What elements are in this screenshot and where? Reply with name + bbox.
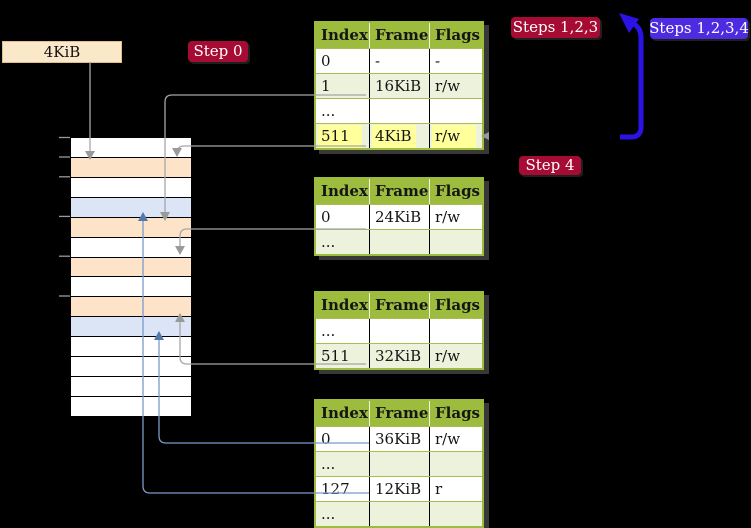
- table-row: 0 --: [316, 48, 482, 73]
- table-cell: r: [429, 477, 482, 501]
- table-cell: 1: [321, 77, 331, 95]
- table-cell: -: [429, 49, 482, 73]
- table-cell: r/w: [429, 427, 482, 451]
- table-cell: r/w: [429, 74, 482, 98]
- memory-row-peach: [71, 217, 191, 238]
- memory-row-peach: [71, 157, 191, 178]
- table-cell: 511: [316, 124, 369, 148]
- table-cell: r/w: [429, 344, 482, 368]
- memory-row-white: [71, 237, 191, 258]
- table-cell: [429, 230, 482, 254]
- frame-address-box: 4KiB: [2, 41, 122, 63]
- column-header: Frame: [369, 293, 429, 318]
- table-cell: r/w: [429, 124, 482, 148]
- memory-row-white: [71, 277, 191, 298]
- table-cell: [429, 319, 482, 343]
- table-cell: 36KiB: [369, 427, 429, 451]
- column-header: Flags: [429, 401, 482, 426]
- table-cell: [369, 502, 429, 526]
- highlighted-value: 4KiB: [372, 125, 416, 148]
- memory-row-blue: [71, 317, 191, 338]
- table-cell: ...: [321, 455, 336, 473]
- table-cell: 0: [321, 430, 331, 448]
- table-row: 511 4KiB r/w: [316, 123, 482, 148]
- column-header: Index: [321, 404, 368, 422]
- column-header: Flags: [429, 293, 482, 318]
- memory-column: [70, 137, 192, 417]
- memory-row-blue: [71, 197, 191, 218]
- table-cell: [369, 452, 429, 476]
- table-cell: [369, 230, 429, 254]
- steps1234-label: Steps 1,2,3,4: [649, 18, 749, 39]
- table-cell: 0: [321, 52, 331, 70]
- table-cell: ...: [321, 322, 336, 340]
- step4-label: Step 4: [519, 156, 581, 175]
- column-header: Index: [321, 182, 368, 200]
- table-cell: [429, 502, 482, 526]
- recursive-loop-arrowhead: [619, 13, 639, 33]
- table-row: ...: [316, 98, 482, 123]
- frame-address-label: 4KiB: [43, 43, 81, 61]
- memory-row-white: [71, 357, 191, 378]
- column-header: Index: [321, 26, 368, 44]
- table-cell: [429, 99, 482, 123]
- table-cell: 127: [321, 480, 350, 498]
- table-cell: 32KiB: [369, 344, 429, 368]
- steps123-label: Steps 1,2,3: [511, 17, 600, 38]
- step0-label: Step 0: [188, 41, 248, 62]
- table-cell: 4KiB: [369, 124, 429, 148]
- table-cell: 0: [321, 208, 331, 226]
- memory-row-white: [71, 396, 191, 416]
- table-cell: [369, 99, 429, 123]
- column-header: Frame: [369, 179, 429, 204]
- memory-row-white: [71, 138, 191, 158]
- table-cell: ...: [321, 102, 336, 120]
- memory-row-peach: [71, 297, 191, 318]
- table-cell: 24KiB: [369, 205, 429, 229]
- column-header: Flags: [429, 179, 482, 204]
- table-cell: -: [369, 49, 429, 73]
- highlighted-value: r/w: [432, 125, 476, 148]
- column-header: Frame: [369, 401, 429, 426]
- table-cell: 16KiB: [369, 74, 429, 98]
- table-cell: ...: [321, 233, 336, 251]
- table-cell: 511: [321, 347, 350, 365]
- memory-row-white: [71, 177, 191, 198]
- column-header: Frame: [369, 23, 429, 48]
- table-row: ...: [316, 229, 482, 254]
- memory-row-peach: [71, 257, 191, 278]
- memory-row-white: [71, 377, 191, 397]
- table-cell: ...: [321, 505, 336, 523]
- table-cell: 12KiB: [369, 477, 429, 501]
- memory-row-white: [71, 337, 191, 358]
- column-header: Index: [321, 296, 368, 314]
- table-cell: [369, 319, 429, 343]
- table-row: ...: [316, 451, 482, 476]
- table-row: ...: [316, 501, 482, 526]
- highlighted-value: 511: [318, 125, 362, 148]
- memory-ticks: [59, 136, 70, 297]
- table-cell: r/w: [429, 205, 482, 229]
- column-header: Flags: [429, 23, 482, 48]
- table-cell: [429, 452, 482, 476]
- table-row: ...: [316, 318, 482, 343]
- recursive-loop-arrow: [620, 20, 644, 140]
